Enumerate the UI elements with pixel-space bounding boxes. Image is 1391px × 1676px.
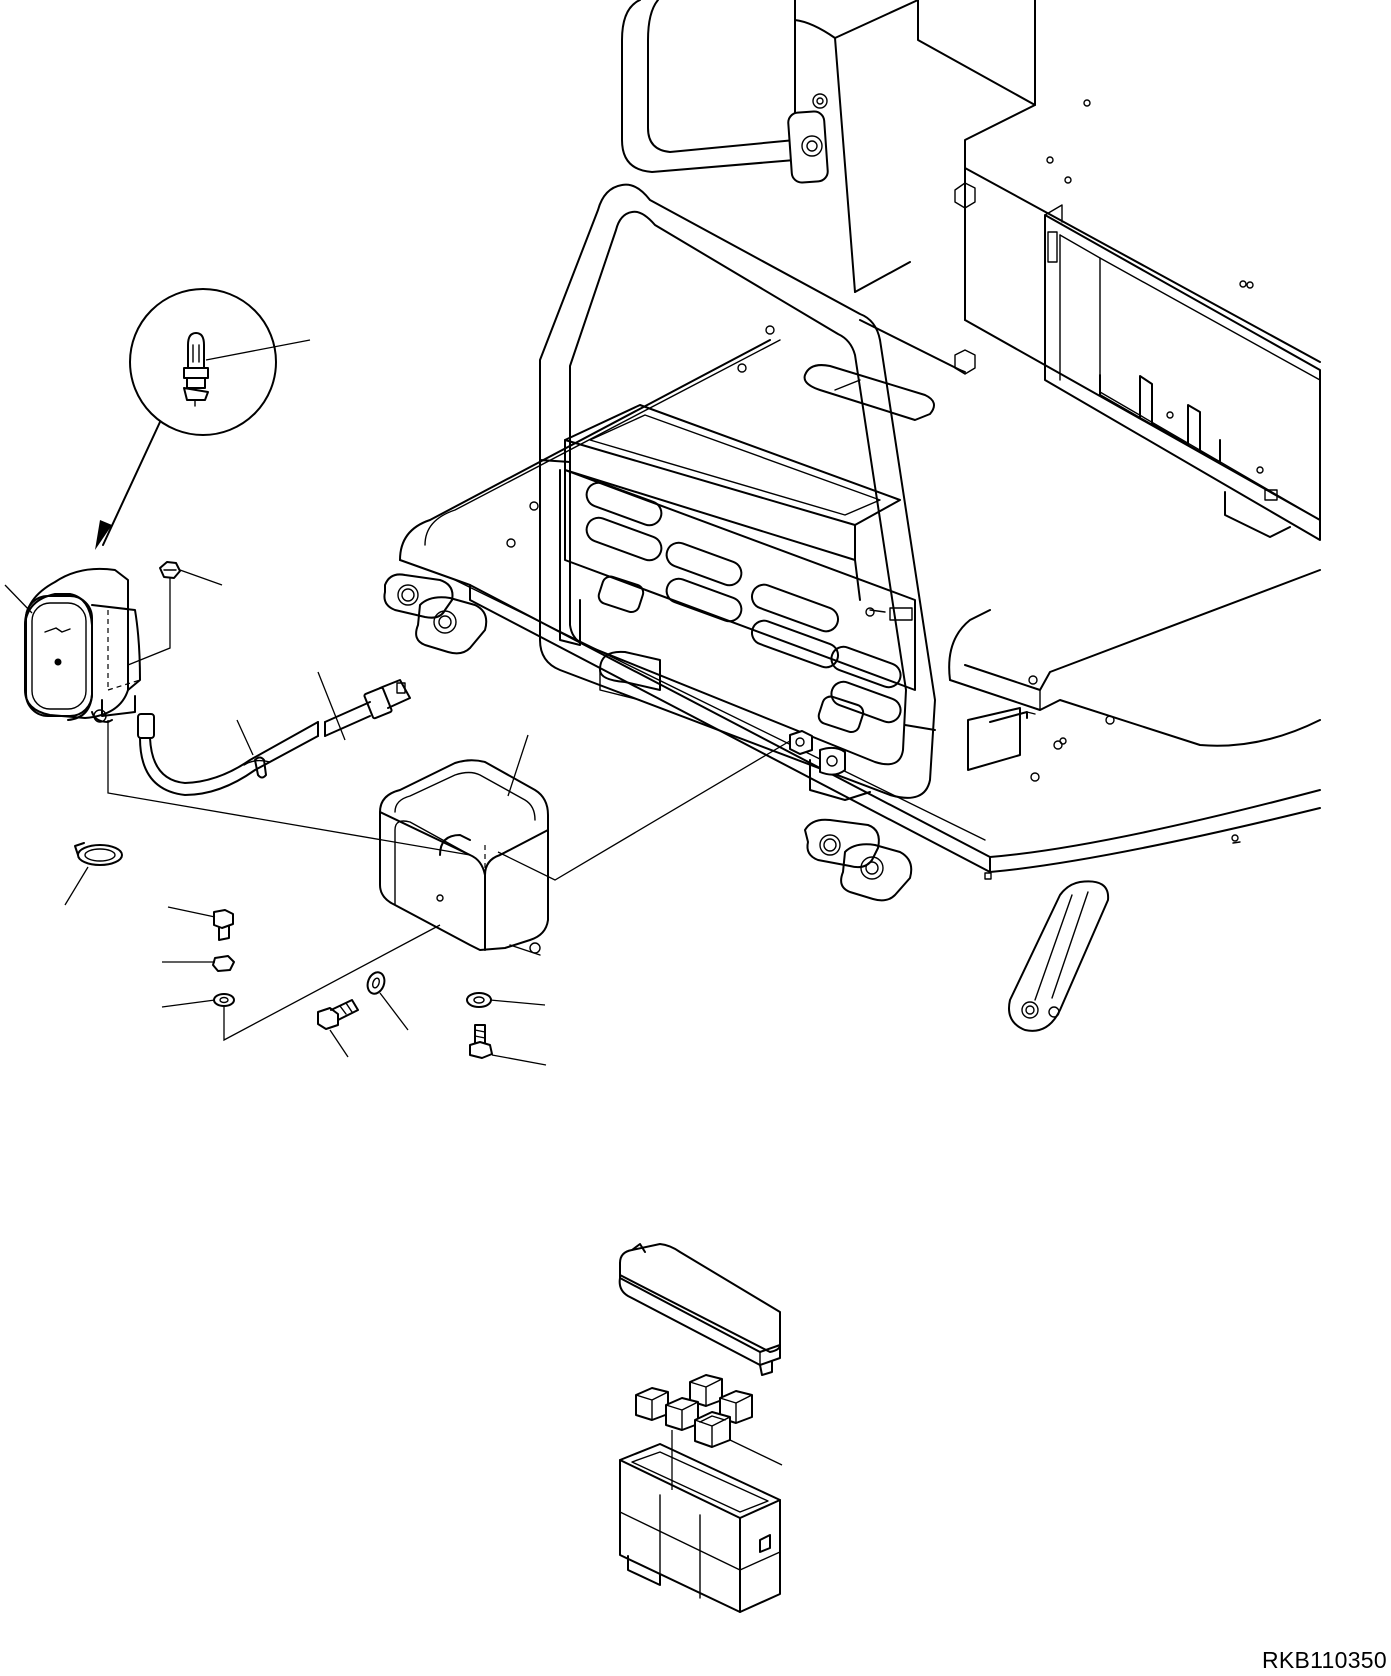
bulb-detail-bubble (95, 289, 310, 550)
battery-guard-grille (565, 470, 915, 726)
leader-lines (5, 570, 800, 1065)
lamp-guard (380, 760, 548, 955)
drawing-code: RKB110350 (1261, 1647, 1387, 1673)
grille-bolt (790, 731, 845, 775)
side-panel (955, 183, 1320, 540)
hose-clamp (75, 843, 122, 865)
frame-deck (400, 320, 1320, 879)
washer-small (214, 994, 234, 1006)
bolt-small (214, 910, 233, 940)
cab-wall (795, 0, 1320, 520)
frame-hinge-left (384, 574, 486, 653)
swing-link (1009, 881, 1108, 1030)
wiring-harness (138, 680, 410, 795)
hex-nut-lamp (160, 562, 180, 578)
frame-hinge-right (805, 820, 911, 901)
fuse-box-base (620, 1444, 780, 1612)
nut-small (213, 956, 234, 971)
washer-guard-left (365, 970, 388, 996)
front-handrail (540, 185, 935, 798)
step-tray (560, 365, 934, 800)
fuse-box-cover (620, 1244, 780, 1375)
washer-guard-bottom (467, 993, 491, 1007)
bolt-guard-left (318, 1000, 358, 1029)
work-lamp (25, 569, 140, 722)
relay-group (636, 1375, 782, 1490)
bolt-guard-bottom (470, 1025, 492, 1058)
halogen-bulb-icon (184, 333, 208, 406)
upper-handrail (622, 0, 828, 183)
